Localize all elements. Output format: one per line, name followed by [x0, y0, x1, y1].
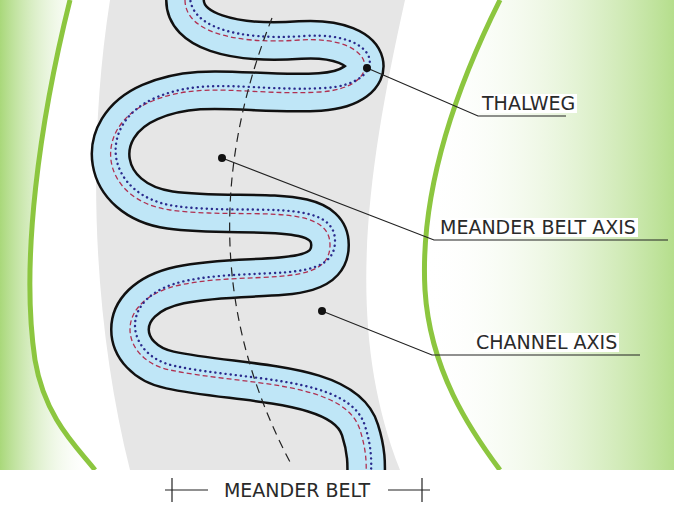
dimension-bracket: [165, 478, 430, 502]
right-bank: [424, 0, 674, 470]
left-bank: [0, 0, 95, 470]
channel-outline: [111, 0, 367, 470]
thalweg-line: [116, 0, 372, 470]
dimension-label: MEANDER BELT: [222, 481, 372, 500]
leader-lines: [222, 68, 668, 355]
belt-axis-line: [230, 18, 290, 462]
channel-axis-line: [111, 0, 367, 470]
callout-label: THALWEG: [480, 94, 577, 113]
leader-dots: [218, 64, 371, 315]
left-bank-line: [30, 0, 95, 470]
channel-water: [111, 0, 367, 470]
callout-label: MEANDER BELT AXIS: [438, 218, 638, 237]
callout-label: CHANNEL AXIS: [474, 333, 619, 352]
